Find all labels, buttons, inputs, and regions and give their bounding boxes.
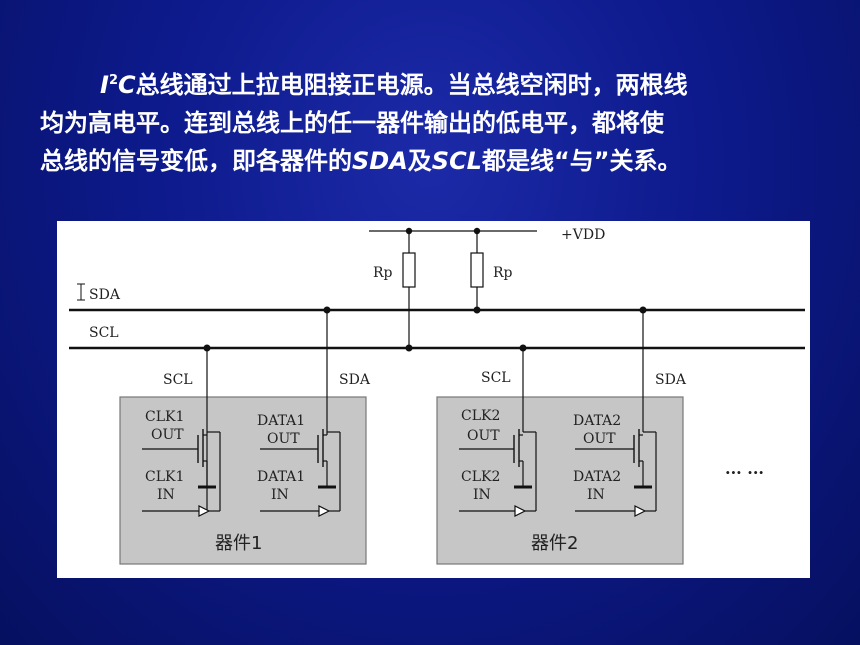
device-2-pin-scl: SCL	[481, 370, 511, 386]
device-2-pin-sda: SDA	[655, 372, 687, 388]
device-1: SCL SDA CLK1 OUT CLK1 IN DATA1 OUT DATA1…	[119, 310, 371, 565]
device-1-data-out-1: DATA1	[257, 413, 305, 429]
device-2-name: 器件2	[531, 533, 578, 554]
bus-scl-label: SCL	[89, 325, 119, 341]
device-1-clk-in-2: IN	[157, 487, 175, 503]
line3-c: 都是线“与”关系。	[481, 147, 682, 175]
i2c-i: I	[100, 71, 109, 99]
i2c-sup: 2	[108, 73, 118, 88]
resistor-rp-1	[402, 231, 416, 348]
diagram-svg: +VDD Rp Rp SDA SCL	[69, 227, 805, 565]
device-2-clk-out-2: OUT	[467, 428, 500, 444]
line1-rest: 总线通过上拉电阻接正电源。当总线空闲时，两根线	[135, 71, 688, 99]
slide-body-text: I2C总线通过上拉电阻接正电源。当总线空闲时，两根线 均为高电平。连到总线上的任…	[40, 62, 830, 180]
rp-label-1: Rp	[373, 265, 393, 281]
line3-scl: SCL	[431, 147, 482, 175]
device-2-clk-transistor	[459, 397, 536, 489]
device-1-clk-in-1: CLK1	[145, 469, 184, 485]
device-1-name: 器件1	[215, 533, 262, 554]
line3-sda: SDA	[352, 147, 408, 175]
device-1-clk-out-1: CLK1	[145, 409, 184, 425]
device-1-data-out-2: OUT	[267, 431, 300, 447]
node-scl-rp1	[405, 344, 413, 352]
node-sda-rp2	[473, 306, 481, 314]
i2c-diagram: +VDD Rp Rp SDA SCL	[57, 221, 810, 578]
line3-a: 总线的信号变低，即各器件的	[40, 147, 352, 175]
device-1-clk-out-2: OUT	[151, 427, 184, 443]
device-1-pin-scl: SCL	[163, 372, 193, 388]
more-devices-ellipsis: ... ...	[725, 459, 764, 478]
resistor-rp-2	[470, 231, 484, 310]
device-2-clk-in-2: IN	[473, 487, 491, 503]
device-2: SCL SDA CLK2 OUT CLK2 IN DATA2 OUT DATA2…	[436, 310, 687, 565]
line3-b: 及	[407, 147, 432, 175]
device-2-clk-out-1: CLK2	[461, 408, 500, 424]
text-line-3: 总线的信号变低，即各器件的SDA及SCL都是线“与”关系。	[40, 142, 830, 180]
device-1-data-transistor	[260, 397, 340, 489]
i2c-c: C	[117, 71, 136, 99]
device-2-data-in-1: DATA2	[573, 469, 621, 485]
text-line-2: 均为高电平。连到总线上的任一器件输出的低电平，都将使	[40, 109, 664, 137]
text-line-1: I2C总线通过上拉电阻接正电源。当总线空闲时，两根线	[40, 62, 830, 104]
device-1-clk-transistor	[142, 397, 220, 511]
device-2-data-in-2: IN	[587, 487, 605, 503]
device-1-box	[119, 396, 367, 565]
device-1-data-in-1: DATA1	[257, 469, 305, 485]
device-2-data-out-2: OUT	[583, 431, 616, 447]
device-2-clk-in-1: CLK2	[461, 469, 500, 485]
device-1-pin-sda: SDA	[339, 372, 371, 388]
bus-sda-label: SDA	[89, 287, 121, 303]
rp-label-2: Rp	[493, 265, 513, 281]
device-2-box	[436, 396, 684, 565]
vdd-label: +VDD	[561, 227, 605, 243]
device-1-data-in-2: IN	[271, 487, 289, 503]
device-2-data-out-1: DATA2	[573, 413, 621, 429]
device-2-data-transistor	[575, 397, 656, 489]
